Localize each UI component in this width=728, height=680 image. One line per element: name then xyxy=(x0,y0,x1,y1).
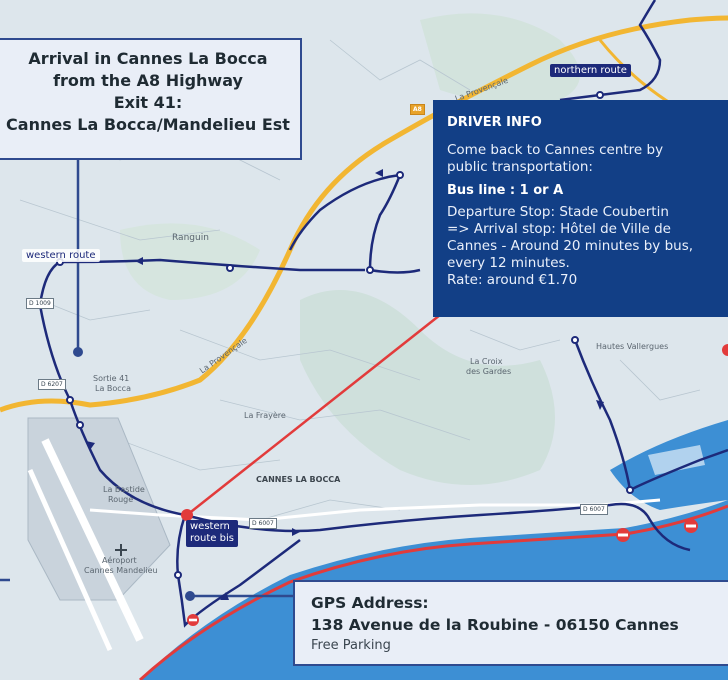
no-entry-icon xyxy=(722,344,728,356)
driver-info-intro: Come back to Cannes centre by public tra… xyxy=(447,142,664,175)
exit-marker xyxy=(73,347,83,357)
arrival-title-line: Exit 41: xyxy=(113,93,183,112)
driver-info-box: DRIVER INFO Come back to Cannes centre b… xyxy=(433,100,728,317)
airplane-icon xyxy=(115,544,127,556)
route-label-western-bis: western route bis xyxy=(186,520,238,547)
place-label: La Croix xyxy=(470,357,503,366)
driver-info-detail: => Arrival stop: Hôtel de Ville de xyxy=(447,221,671,237)
road-tag: D 6207 xyxy=(38,379,66,390)
route-label-line: route bis xyxy=(190,533,234,544)
route-label-western: western route xyxy=(22,249,100,262)
arrival-info-box: Arrival in Cannes La Bocca from the A8 H… xyxy=(0,38,302,160)
place-label: Rouge xyxy=(108,495,134,504)
no-entry-icon xyxy=(616,528,630,542)
gps-address: 138 Avenue de la Roubine - 06150 Cannes xyxy=(311,616,679,634)
driver-info-detail: Cannes - Around 20 minutes by bus, xyxy=(447,238,694,254)
road-tag: D 6007 xyxy=(580,504,608,515)
a8-highway xyxy=(0,15,728,413)
place-label: Sortie 41 xyxy=(93,374,130,383)
no-entry-icon xyxy=(187,614,199,626)
info-connector-line xyxy=(186,314,441,516)
route-label-line: western xyxy=(190,521,230,532)
route-label-northern: northern route xyxy=(550,64,631,77)
road-tag: A8 xyxy=(410,104,425,115)
vegetation-area xyxy=(300,290,555,485)
no-entry-icon xyxy=(684,519,698,533)
road-tag: D 1009 xyxy=(26,298,54,309)
driver-info-bus-line: Bus line : 1 or A xyxy=(447,183,564,198)
arrival-title-line: Arrival in Cannes La Bocca xyxy=(28,49,268,68)
gps-title: GPS Address: xyxy=(311,594,429,612)
gps-marker xyxy=(185,591,195,601)
gps-note: Free Parking xyxy=(311,638,391,653)
arrival-title-line: Cannes La Bocca/Mandelieu Est xyxy=(6,115,290,134)
driver-info-detail: Rate: around €1.70 xyxy=(447,272,578,288)
coast-road xyxy=(138,504,728,680)
place-label: des Gardes xyxy=(466,367,512,376)
arrival-title-line: from the A8 Highway xyxy=(53,71,243,90)
bus-stop-marker xyxy=(181,509,193,521)
road-tag: D 6007 xyxy=(249,518,277,529)
place-label: La Bocca xyxy=(95,384,131,393)
driver-info-detail: every 12 minutes. xyxy=(447,255,570,271)
place-label: Aéroport xyxy=(102,556,137,565)
place-label: Hautes Vallergues xyxy=(596,342,669,351)
driver-info-title: DRIVER INFO xyxy=(447,115,542,130)
driver-info-detail: Departure Stop: Stade Coubertin xyxy=(447,204,669,220)
place-label: La Frayère xyxy=(244,411,286,420)
gps-address-box: GPS Address: 138 Avenue de la Roubine - … xyxy=(293,580,728,666)
place-label: La Bastide xyxy=(103,485,145,494)
place-label: Ranguin xyxy=(172,233,209,243)
place-label: CANNES LA BOCCA xyxy=(256,475,341,484)
place-label: Cannes Mandelieu xyxy=(84,566,158,575)
